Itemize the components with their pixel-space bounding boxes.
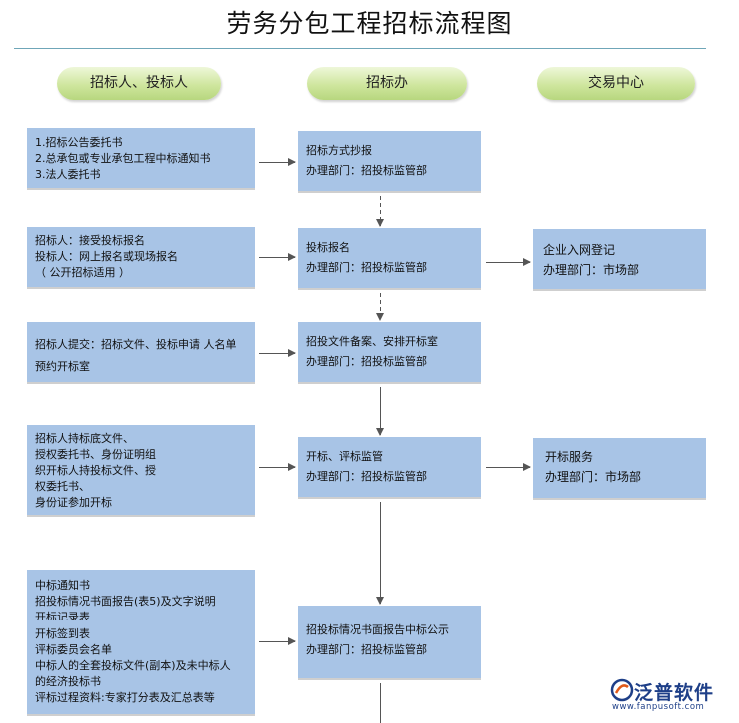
- left-box-6: 开标签到表 评标委员会名单 中标人的全套投标文件(副本)及未中标人 的经济投标书…: [27, 620, 255, 716]
- lane-header-trading-center: 交易中心: [537, 67, 695, 100]
- middle-box-4-dept: 办理部门：招投标监管部: [306, 470, 427, 483]
- arrow-middle-2-to-right-1: [486, 258, 531, 266]
- left-box-2-line-2: 投标人：网上报名或现场报名: [35, 250, 178, 263]
- diagram-title: 劳务分包工程招标流程图: [226, 9, 513, 38]
- middle-box-3-dept: 办理部门：招投标监管部: [306, 355, 427, 368]
- brand-logo-icon: [610, 678, 634, 702]
- left-box-6-line-4: 的经济投标书: [35, 675, 101, 688]
- brand-website: www.fanpusoft.com: [612, 702, 705, 712]
- lane-header-bidders: 招标人、投标人: [57, 67, 221, 100]
- title-divider: [14, 48, 706, 49]
- left-box-4-line-1: 招标人持标底文件、: [35, 432, 134, 445]
- middle-box-4-title: 开标、评标监管: [306, 450, 383, 463]
- middle-box-5-title: 招投标情况书面报告中标公示: [306, 623, 449, 636]
- arrow-left-6-to-middle-5: [259, 637, 296, 645]
- arrow-left-2-to-middle-2: [259, 253, 296, 261]
- arrow-left-3-to-middle-3: [259, 349, 296, 357]
- left-box-4-line-4: 权委托书、: [35, 480, 90, 493]
- arrow-middle-2-to-middle-3: [376, 293, 384, 321]
- left-box-4-line-3: 织开标人持投标文件、授: [35, 464, 156, 477]
- arrow-middle-4-to-right-2: [486, 463, 531, 471]
- right-box-1-title: 企业入网登记: [543, 243, 616, 257]
- lane-header-bidding-office: 招标办: [307, 67, 467, 100]
- brand-name: 泛普软件: [634, 682, 715, 704]
- arrow-left-1-to-middle-1: [259, 158, 296, 166]
- left-box-4: 招标人持标底文件、 授权委托书、身份证明组 织开标人持投标文件、授 权委托书、 …: [27, 425, 255, 517]
- left-box-1: 1.招标公告委托书 2.总承包或专业承包工程中标通知书 3.法人委托书: [27, 128, 255, 190]
- left-box-3-line-1: 招标人提交：招标文件、投标申请 人名单: [35, 338, 237, 351]
- middle-box-1-title: 招标方式抄报: [306, 144, 372, 157]
- left-box-6-line-5: 评标过程资料:专家打分表及汇总表等: [35, 691, 215, 704]
- middle-box-1-dept: 办理部门：招投标监管部: [306, 164, 427, 177]
- left-box-5-line-1: 中标通知书: [35, 579, 90, 592]
- middle-box-2-dept: 办理部门：招投标监管部: [306, 261, 427, 274]
- middle-box-5-dept: 办理部门：招投标监管部: [306, 643, 427, 656]
- middle-box-3: 招投文件备案、安排开标室 办理部门：招投标监管部: [298, 322, 481, 384]
- left-box-6-line-3: 中标人的全套投标文件(副本)及未中标人: [35, 659, 231, 672]
- middle-box-5: 招投标情况书面报告中标公示 办理部门：招投标监管部: [298, 606, 481, 680]
- left-box-6-line-1: 开标签到表: [35, 627, 90, 640]
- right-box-1: 企业入网登记 办理部门：市场部: [533, 229, 706, 291]
- left-box-1-line-3: 3.法人委托书: [35, 168, 101, 181]
- middle-box-4: 开标、评标监管 办理部门：招投标监管部: [298, 437, 481, 499]
- middle-box-1: 招标方式抄报 办理部门：招投标监管部: [298, 131, 481, 193]
- arrow-middle-3-to-middle-4: [376, 387, 384, 436]
- left-box-3-line-2: 预约开标室: [35, 360, 90, 373]
- left-box-2-line-1: 招标人：接受投标报名: [35, 234, 145, 247]
- right-box-1-dept: 办理部门：市场部: [543, 263, 640, 277]
- connector-middle-5-down: [380, 683, 381, 723]
- left-box-2-line-3: （ 公开招标适用 ）: [35, 266, 130, 279]
- left-box-6-line-2: 评标委员会名单: [35, 643, 112, 656]
- left-box-4-line-5: 身份证参加开标: [35, 496, 112, 509]
- right-box-2-dept: 办理部门：市场部: [545, 470, 642, 484]
- left-box-4-line-2: 授权委托书、身份证明组: [35, 448, 156, 461]
- left-box-5-line-3: 开标记录表: [35, 611, 90, 622]
- left-box-1-line-1: 1.招标公告委托书: [35, 136, 123, 149]
- middle-box-3-title: 招投文件备案、安排开标室: [306, 335, 438, 348]
- left-box-5-line-2: 招投标情况书面报告(表5)及文字说明: [35, 595, 216, 608]
- middle-box-2-title: 投标报名: [306, 241, 350, 254]
- middle-box-2: 投标报名 办理部门：招投标监管部: [298, 228, 481, 290]
- brand-logo: 泛普软件 www.fanpusoft.com: [604, 676, 732, 718]
- left-box-3: 招标人提交：招标文件、投标申请 人名单 预约开标室: [27, 322, 255, 384]
- left-box-2: 招标人：接受投标报名 投标人：网上报名或现场报名 （ 公开招标适用 ）: [27, 227, 255, 289]
- arrow-left-4-to-middle-4: [259, 463, 296, 471]
- right-box-2-title: 开标服务: [545, 450, 594, 464]
- left-box-5: 中标通知书 招投标情况书面报告(表5)及文字说明 开标记录表: [27, 570, 255, 622]
- left-box-1-line-2: 2.总承包或专业承包工程中标通知书: [35, 152, 211, 165]
- right-box-2: 开标服务 办理部门：市场部: [533, 438, 706, 500]
- arrow-middle-1-to-middle-2: [376, 196, 384, 227]
- arrow-middle-4-to-middle-5: [376, 502, 384, 605]
